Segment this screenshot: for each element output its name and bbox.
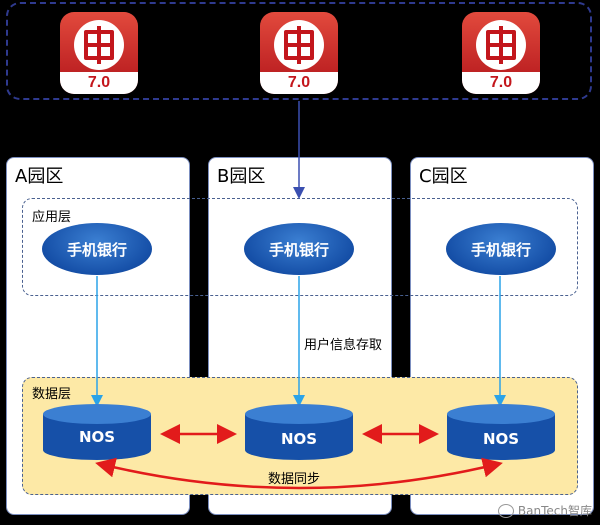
data-layer-label: 数据层 — [32, 387, 72, 402]
wechat-icon — [497, 503, 514, 518]
nos-cylinder-c — [447, 404, 555, 460]
application-layer-label: 应用层 — [32, 210, 72, 225]
icbc-app-icon: 7.0 — [60, 12, 138, 94]
watermark: BanTech智库 — [497, 502, 592, 519]
sync-arrow-ac — [95, 457, 503, 490]
icbc-app-icon: 7.0 — [260, 12, 338, 94]
mobile-bank-node: 手机银行 — [244, 223, 354, 275]
icbc-app-icon: 7.0 — [462, 12, 540, 94]
nos-label: NOS — [482, 430, 520, 448]
app-version: 7.0 — [60, 72, 138, 94]
zone-title: C园区 — [419, 166, 468, 187]
nos-cylinder-a — [43, 404, 151, 460]
mobile-bank-node: 手机银行 — [42, 223, 152, 275]
zone-title: A园区 — [15, 166, 64, 187]
app-version: 7.0 — [462, 72, 540, 94]
watermark-text: BanTech智库 — [517, 504, 592, 518]
nos-label: NOS — [280, 430, 318, 448]
mobile-bank-node: 手机银行 — [446, 223, 556, 275]
app-icon-group — [6, 2, 592, 100]
user-access-label: 用户信息存取 — [304, 338, 383, 353]
zone-title: B园区 — [217, 166, 266, 187]
data-sync-label: 数据同步 — [268, 472, 321, 487]
nos-label: NOS — [78, 428, 116, 446]
nos-cylinder-b — [245, 404, 353, 460]
app-version: 7.0 — [260, 72, 338, 94]
